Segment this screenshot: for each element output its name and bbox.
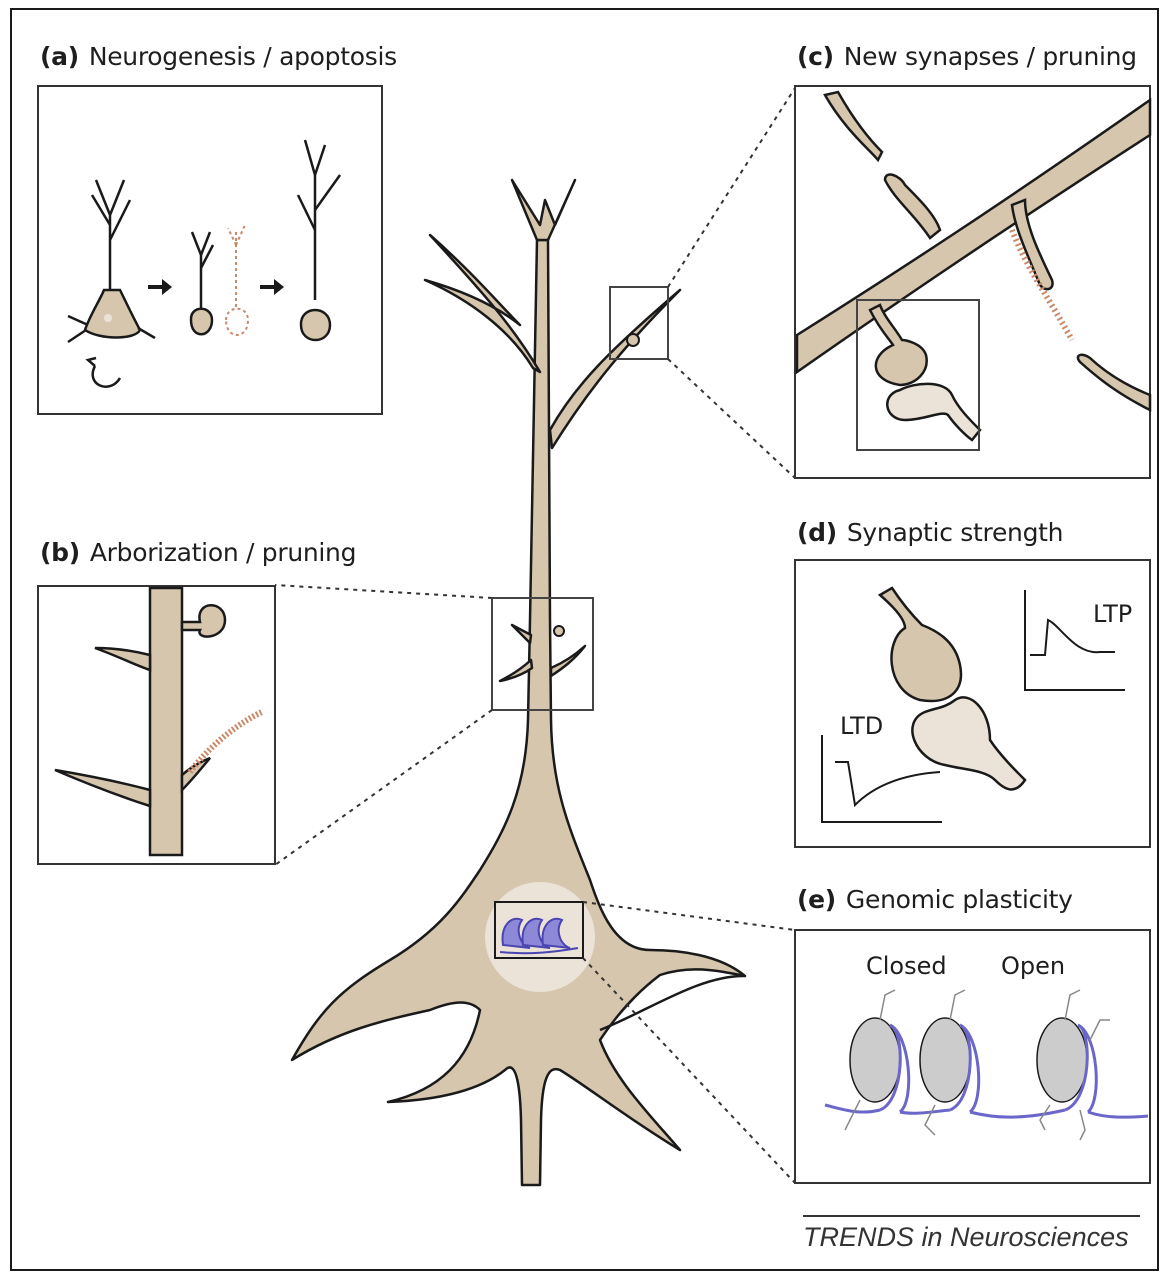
closed-label: Closed	[866, 952, 947, 980]
panel-e-title: (e)Genomic plasticity	[797, 885, 1073, 914]
ltd-label: LTD	[840, 712, 883, 740]
panel-b-title: (b)Arborization / pruning	[40, 538, 356, 567]
panel-d-title: (d)Synaptic strength	[797, 518, 1063, 547]
open-label: Open	[1001, 952, 1065, 980]
panel-a-title: (a)Neurogenesis / apoptosis	[40, 42, 397, 71]
credit-rule	[803, 1215, 1140, 1217]
journal-credit: TRENDS in Neurosciences	[803, 1222, 1129, 1253]
panel-e-box	[795, 930, 1150, 1183]
panel-c-title: (c)New synapses / pruning	[797, 42, 1137, 71]
ltp-label: LTP	[1093, 600, 1132, 628]
